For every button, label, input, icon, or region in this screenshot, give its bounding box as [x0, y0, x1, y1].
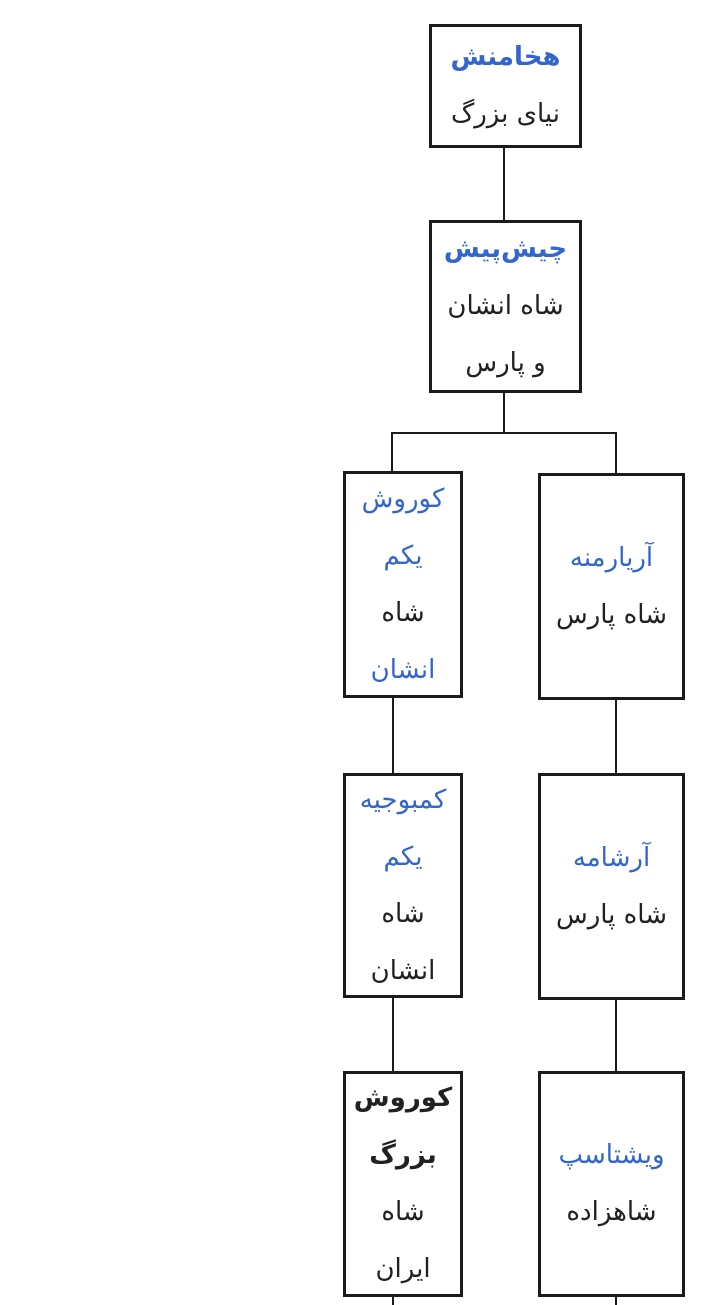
connector-branch-bar [391, 432, 617, 434]
tree-node-arsames: آرشامه شاه پارس [538, 773, 685, 1000]
connector-branch-left-drop [391, 432, 393, 471]
connector-cyrusi-cambysesi [392, 698, 394, 773]
cyrus-the-great-caption-line1: شاه [381, 1197, 425, 1227]
ariaramnes-link[interactable]: آریارمنه [569, 542, 654, 573]
teispes-caption-line1: شاه انشان [447, 291, 564, 321]
teispes-caption-line2: و پارس [465, 348, 546, 378]
connector-hystaspes-continues [615, 1297, 617, 1305]
cambyses-i-caption-line1: شاه [381, 898, 425, 929]
connector-ariaramnes-arsames [615, 700, 617, 773]
cambyses-i-caption-line2: انشان [370, 955, 436, 986]
tree-node-cyrus-the-great: کوروش بزرگ شاه ایران [343, 1071, 463, 1297]
connector-cyrusgreat-continues [392, 1297, 394, 1305]
tree-node-ariaramnes: آریارمنه شاه پارس [538, 473, 685, 700]
connector-branch-right-drop [615, 432, 617, 473]
cyrus-the-great-title-line1: کوروش [353, 1083, 453, 1113]
tree-node-cyrus-i: کوروش یکم شاه انشان [343, 471, 463, 698]
tree-node-hystaspes: ویشتاسپ شاهزاده [538, 1071, 685, 1297]
cyrus-i-link-line1[interactable]: کوروش [361, 483, 445, 514]
arsames-caption: شاه پارس [555, 899, 668, 930]
hystaspes-caption: شاهزاده [566, 1197, 657, 1227]
cyrus-i-link-line2[interactable]: یکم [383, 540, 423, 571]
connector-teispes-stem [503, 393, 505, 434]
ariaramnes-caption: شاه پارس [555, 599, 668, 630]
achaemenes-caption: نیای بزرگ [450, 99, 561, 129]
tree-node-achaemenes: هخامنش نیای بزرگ [429, 24, 582, 148]
connector-cambysesi-cyrusgreat [392, 998, 394, 1071]
anshan-link[interactable]: انشان [370, 654, 436, 685]
arsames-link[interactable]: آرشامه [572, 842, 651, 873]
cambyses-i-link-line2[interactable]: یکم [383, 841, 423, 872]
teispes-link[interactable]: چیش‌پیش [443, 234, 568, 264]
achaemenes-link[interactable]: هخامنش [450, 42, 561, 72]
cyrus-the-great-caption-line2: ایران [375, 1254, 431, 1284]
cyrus-the-great-title-line2: بزرگ [369, 1140, 437, 1170]
hystaspes-link[interactable]: ویشتاسپ [558, 1140, 665, 1170]
tree-node-cambyses-i: کمبوجیه یکم شاه انشان [343, 773, 463, 998]
cyrus-i-caption: شاه [381, 597, 425, 628]
connector-achaemenes-teispes [503, 148, 505, 220]
tree-node-teispes: چیش‌پیش شاه انشان و پارس [429, 220, 582, 393]
cambyses-i-link-line1[interactable]: کمبوجیه [359, 784, 447, 815]
connector-arsames-hystaspes [615, 1000, 617, 1071]
